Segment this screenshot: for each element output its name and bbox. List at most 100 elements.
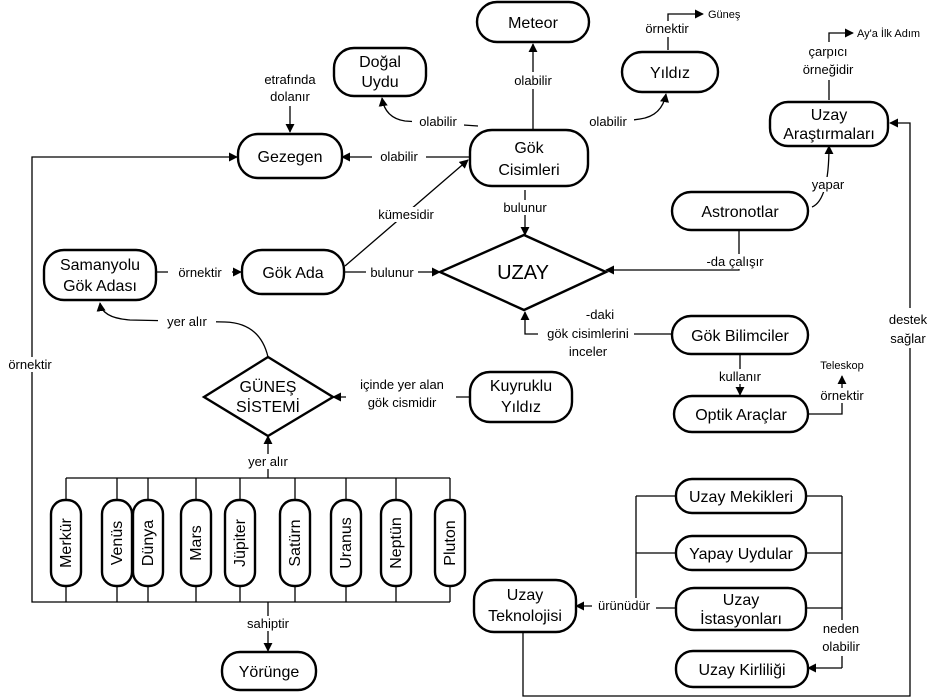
node-optik-araclar: Optik Araçlar <box>672 394 810 434</box>
planet-node: Pluton <box>433 498 467 588</box>
node-meteor: Meteor <box>475 0 591 44</box>
svg-text:Gezegen: Gezegen <box>258 149 323 166</box>
label-urunudur: ürünüdür <box>598 598 651 613</box>
svg-text:Teknolojisi: Teknolojisi <box>488 608 562 625</box>
label-ornektir-samanyolu: örnektir <box>178 265 222 280</box>
label-etrafinda: etrafında <box>264 72 316 87</box>
label-olabilir-gezegen: olabilir <box>380 149 418 164</box>
node-uzay-kirliligi: Uzay Kirliliği <box>674 649 810 689</box>
node-yorunge: Yörünge <box>220 650 318 692</box>
node-uzay: UZAY <box>437 233 609 312</box>
svg-text:İstasyonları: İstasyonları <box>700 609 782 628</box>
node-uzay-mekikleri: Uzay Mekikleri <box>674 477 808 515</box>
node-kuyruklu-yildiz: Kuyruklu Yıldız <box>468 370 574 424</box>
svg-text:Uzay Mekikleri: Uzay Mekikleri <box>689 489 793 506</box>
planet-node: Merkür <box>49 498 83 588</box>
planet-node: Jüpiter <box>223 498 257 588</box>
label-olabilir-meteor: olabilir <box>514 73 552 88</box>
label-gunes: Güneş <box>708 9 741 21</box>
svg-text:Yıldız: Yıldız <box>501 399 541 416</box>
label-destek: destek <box>889 312 928 327</box>
label-yer-alir-top: yer alır <box>167 314 207 329</box>
svg-text:UZAY: UZAY <box>497 262 549 284</box>
node-gok-bilimciler: Gök Bilimciler <box>670 314 810 356</box>
label-gok-cismidir: gök cismidir <box>368 395 437 410</box>
label-teleskop: Teleskop <box>820 360 863 372</box>
node-gezegen: Gezegen <box>236 132 344 180</box>
planet-label: Venüs <box>109 521 126 565</box>
svg-text:Gök Bilimciler: Gök Bilimciler <box>691 328 789 345</box>
svg-text:Uzay: Uzay <box>723 592 759 609</box>
planet-node: Dünya <box>131 498 165 588</box>
label-bulunur-gok: bulunur <box>503 200 547 215</box>
svg-text:Samanyolu: Samanyolu <box>60 257 140 274</box>
node-samanyolu: Samanyolu Gök Adası <box>42 248 158 302</box>
label-saglar: sağlar <box>890 331 926 346</box>
node-uzay-teknolojisi: Uzay Teknolojisi <box>472 578 578 634</box>
planet-node: Mars <box>179 498 213 588</box>
planet-label: Mars <box>188 525 205 561</box>
node-dogal-uydu: Doğal Uydu <box>332 46 428 98</box>
svg-text:Yapay Uydular: Yapay Uydular <box>689 546 793 563</box>
svg-text:Uzay: Uzay <box>811 107 847 124</box>
planet-node: Neptün <box>379 498 413 588</box>
label-daki: -daki <box>586 307 614 322</box>
label-icinde: içinde yer alan <box>360 377 444 392</box>
label-kullanir: kullanır <box>719 369 762 384</box>
label-da-calisir: -da çalışır <box>706 254 764 269</box>
label-dolanir: dolanır <box>270 89 310 104</box>
label-olabilir-neden: olabilir <box>822 639 860 654</box>
node-uzay-istasyonlari: Uzay İstasyonları <box>674 586 808 632</box>
svg-text:Meteor: Meteor <box>508 15 558 32</box>
planet-node: Venüs <box>100 498 134 588</box>
planet-label: Pluton <box>442 520 459 565</box>
planet-nodes: Merkür Venüs Dünya Mars Jüpiter Satürn Uranus N… <box>49 498 467 588</box>
planet-label: Dünya <box>140 520 157 566</box>
edge-labels: örnektir Güneş Ay'a İlk Adım çarpıcı örn… <box>2 9 936 656</box>
svg-text:Doğal: Doğal <box>359 54 401 71</box>
planet-node: Uranus <box>329 498 363 588</box>
svg-text:Uzay: Uzay <box>507 587 543 604</box>
node-uzay-arastirmalari: Uzay Araştırmaları <box>768 100 890 148</box>
label-ornektir-gunes: örnektir <box>645 21 689 36</box>
svg-text:Optik Araçlar: Optik Araçlar <box>695 407 787 424</box>
planet-node: Satürn <box>278 498 312 588</box>
svg-text:Cisimleri: Cisimleri <box>498 162 559 179</box>
node-astronotlar: Astronotlar <box>670 190 810 232</box>
label-yapar: yapar <box>812 177 845 192</box>
node-gunes-sistemi: GÜNEŞ SİSTEMİ <box>201 355 336 438</box>
planet-label: Jüpiter <box>232 518 249 567</box>
node-gok-cisimleri: Gök Cisimleri <box>468 128 590 188</box>
svg-text:Astronotlar: Astronotlar <box>701 204 779 221</box>
svg-text:SİSTEMİ: SİSTEMİ <box>236 397 300 416</box>
label-neden: neden <box>823 621 859 636</box>
label-kumesidir: kümesidir <box>378 207 434 222</box>
label-ornektir-left: örnektir <box>8 357 52 372</box>
svg-text:GÜNEŞ: GÜNEŞ <box>240 378 297 396</box>
planet-label: Satürn <box>287 519 304 566</box>
planet-label: Merkür <box>58 517 75 567</box>
label-ornektir-optik: örnektir <box>820 388 864 403</box>
label-gok-cisimlerini: gök cisimlerini <box>547 326 629 341</box>
svg-text:Yıldız: Yıldız <box>650 65 690 82</box>
node-yapay-uydular: Yapay Uydular <box>674 534 808 572</box>
label-ay-ilk-adim: Ay'a İlk Adım <box>857 27 920 40</box>
node-gok-ada: Gök Ada <box>240 248 346 296</box>
planet-label: Neptün <box>388 517 405 569</box>
node-yildiz: Yıldız <box>620 50 720 94</box>
planet-label: Uranus <box>338 517 355 569</box>
label-olabilir-yildiz: olabilir <box>589 114 627 129</box>
svg-text:Uydu: Uydu <box>361 74 398 91</box>
svg-text:Kuyruklu: Kuyruklu <box>490 378 552 395</box>
svg-text:Gök Ada: Gök Ada <box>262 265 323 282</box>
label-ornegidir: örneğidir <box>803 62 854 77</box>
nodes: Meteor Doğal Uydu Yıldız Gezegen Gök Cis… <box>42 0 890 692</box>
svg-text:Uzay Kirliliği: Uzay Kirliliği <box>698 662 785 679</box>
svg-text:Gök: Gök <box>514 140 544 157</box>
label-sahiptir: sahiptir <box>247 616 290 631</box>
label-olabilir-dogal: olabilir <box>419 114 457 129</box>
label-inceler: inceler <box>569 344 608 359</box>
label-yer-alir-bottom: yer alır <box>248 454 288 469</box>
label-carpici: çarpıcı <box>808 44 847 59</box>
